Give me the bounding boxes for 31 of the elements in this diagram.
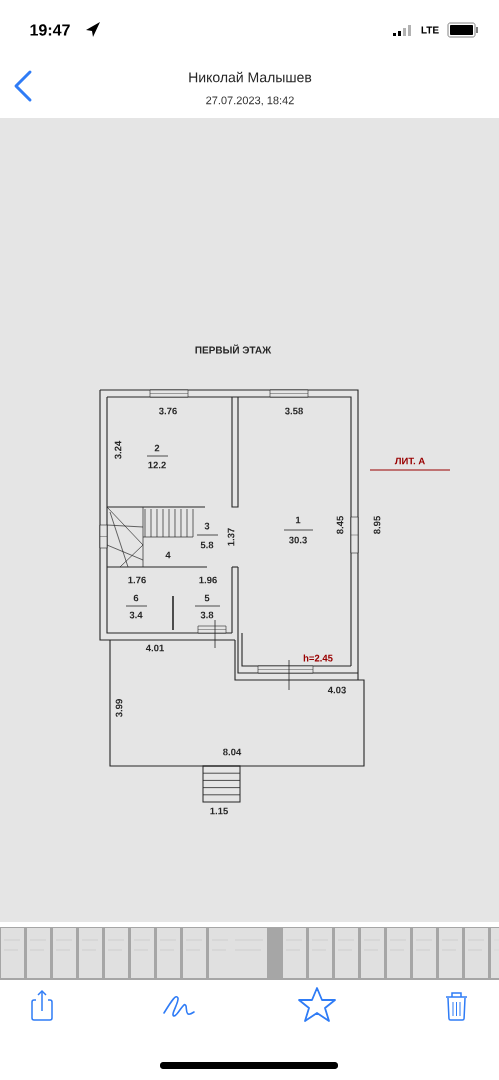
room-number: 4 <box>165 551 171 559</box>
chat-title: Николай Малышев <box>189 71 312 83</box>
room-number: 6 <box>133 594 139 602</box>
ceiling-height-label: h=2.45 <box>303 654 333 662</box>
dimension-label: 1.96 <box>199 576 217 584</box>
dimension-label: 1.15 <box>210 807 228 815</box>
room-area: 12.2 <box>148 461 166 469</box>
room-number: 5 <box>204 594 210 602</box>
dimension-label: 3.99 <box>115 699 123 718</box>
room-area: 30.3 <box>289 536 307 544</box>
plan-title: ПЕРВЫЙ ЭТАЖ <box>195 344 272 354</box>
room-area: 5.8 <box>200 541 214 549</box>
room-area: 3.8 <box>200 611 214 619</box>
dimension-label: 8.95 <box>373 516 381 534</box>
room-number: 3 <box>204 522 210 530</box>
dimension-label: 3.24 <box>114 440 122 460</box>
dimension-label: 8.45 <box>336 516 344 534</box>
dimension-label: 4.03 <box>327 686 346 694</box>
dimension-label: 4.01 <box>145 644 164 652</box>
dimension-label: 8.04 <box>223 748 242 756</box>
status-time: 19:47 <box>30 24 70 36</box>
date-label: 27.07.2023, 18:42 <box>206 96 294 106</box>
room-number: 2 <box>154 444 160 452</box>
room-area: 3.4 <box>129 611 143 619</box>
dimension-label: 3.58 <box>285 407 303 415</box>
dimension-label: 1.76 <box>128 576 146 584</box>
network-label: LTE <box>421 26 439 34</box>
dimension-label: 3.76 <box>159 407 177 415</box>
room-number: 1 <box>295 516 301 524</box>
building-letter-label: ЛИТ. А <box>394 457 425 465</box>
dimension-label: 1.37 <box>227 528 235 546</box>
